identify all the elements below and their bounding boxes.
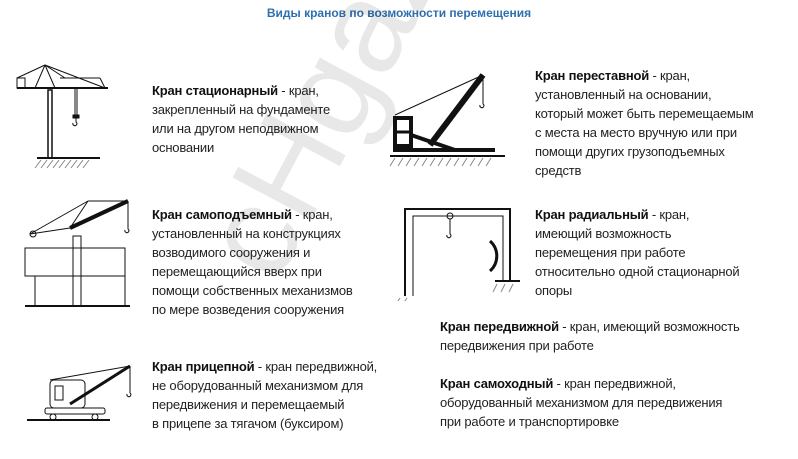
desc-line: передвижения и перемещаемый <box>152 397 345 412</box>
desc-line: - кран передвижной, <box>254 359 378 374</box>
crane-trailer-description: Кран прицепной - кран передвижной, не об… <box>152 357 377 433</box>
crane-name: Кран самоподъемный <box>152 207 292 222</box>
desc-line: помощи других грузоподъемных <box>535 144 725 159</box>
desc-line: установленный на конструкциях <box>152 226 341 241</box>
desc-line: который может быть перемещаемым <box>535 106 754 121</box>
desc-line: по мере возведения сооружения <box>152 302 344 317</box>
desc-line: основании <box>152 140 215 155</box>
crane-relocatable-description: Кран переставной - кран, установленный н… <box>535 66 754 180</box>
desc-line: или на другом неподвижном <box>152 121 319 136</box>
page-title: Виды кранов по возможности перемещения <box>266 6 532 20</box>
desc-line: закрепленный на фундаменте <box>152 102 331 117</box>
desc-line: - кран, <box>277 83 319 98</box>
desc-line: имеющий возможность <box>535 226 672 241</box>
desc-line: передвижения при работе <box>440 338 594 353</box>
self-lifting-crane-icon <box>24 199 130 307</box>
crane-stationary-description: Кран стационарный - кран, закрепленный н… <box>152 81 330 157</box>
desc-line: помощи собственных механизмов <box>152 283 353 298</box>
desc-line: оборудованный механизмом для передвижени… <box>440 395 723 410</box>
trailer-crane-icon <box>27 364 132 421</box>
desc-line: в прицепе за тягачом (буксиром) <box>152 416 344 431</box>
crane-radial-description: Кран радиальный - кран, имеющий возможно… <box>535 205 740 300</box>
desc-line: с места на место вручную или при <box>535 125 737 140</box>
relocatable-crane-icon <box>389 73 505 167</box>
crane-name: Кран радиальный <box>535 207 649 222</box>
crane-name: Кран передвижной <box>440 319 559 334</box>
desc-line: опоры <box>535 283 573 298</box>
radial-crane-icon <box>397 208 520 301</box>
crane-name: Кран стационарный <box>152 83 278 98</box>
desc-line: возводимого сооружения и <box>152 245 311 260</box>
desc-line: при работе и транспортировке <box>440 414 619 429</box>
crane-self-propelled-description: Кран самоходный - кран передвижной, обор… <box>440 374 722 431</box>
desc-line: - кран, <box>291 207 333 222</box>
desc-line: перемещающийся вверх при <box>152 264 322 279</box>
desc-line: установленный на основании, <box>535 87 712 102</box>
desc-line: средств <box>535 163 582 178</box>
crane-mobile-description: Кран передвижной - кран, имеющий возможн… <box>440 317 740 355</box>
desc-line: - кран, <box>649 68 690 83</box>
crane-self-lifting-description: Кран самоподъемный - кран, установленный… <box>152 205 353 319</box>
desc-line: перемещения при работе <box>535 245 686 260</box>
crane-name: Кран прицепной <box>152 359 255 374</box>
desc-line: - кран, <box>648 207 690 222</box>
desc-line: относительно одной стационарной <box>535 264 740 279</box>
desc-line: - кран передвижной, <box>553 376 676 391</box>
desc-line: не оборудованный механизмом для <box>152 378 364 393</box>
stationary-crane-icon <box>16 64 108 169</box>
desc-line: - кран, имеющий возможность <box>558 319 740 334</box>
crane-name: Кран переставной <box>535 68 650 83</box>
crane-name: Кран самоходный <box>440 376 554 391</box>
